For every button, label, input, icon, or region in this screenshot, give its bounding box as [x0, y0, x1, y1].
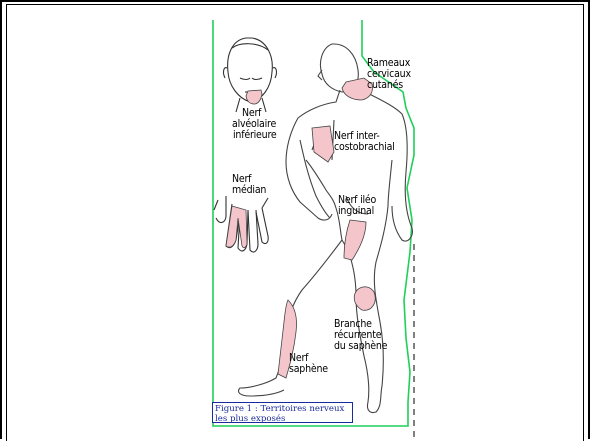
label-nerf-saphene: Nerf saphène	[289, 353, 328, 375]
label-branche-recurrente: Branche récurrente du saphène	[334, 319, 387, 352]
label-nerf-ileo-inguinal: Nerf iléo inguinal	[338, 195, 376, 217]
figure-caption: Figure 1 : Territoires nerveux les plus …	[212, 402, 353, 423]
hand-territory	[226, 206, 247, 248]
label-nerf-intercostobrachial: Nerf inter- costobrachial	[334, 131, 395, 153]
knee-territory	[354, 287, 375, 310]
label-nerf-median: Nerf médian	[232, 174, 266, 196]
chin-territory	[246, 90, 262, 104]
label-rameaux-cervicaux: Rameaux cervicaux cutanés	[367, 58, 411, 91]
axilla-territory	[312, 126, 334, 162]
groin-territory	[344, 220, 366, 260]
label-nerf-alveolaire: Nerf alvéolaire inférieure	[230, 108, 277, 141]
